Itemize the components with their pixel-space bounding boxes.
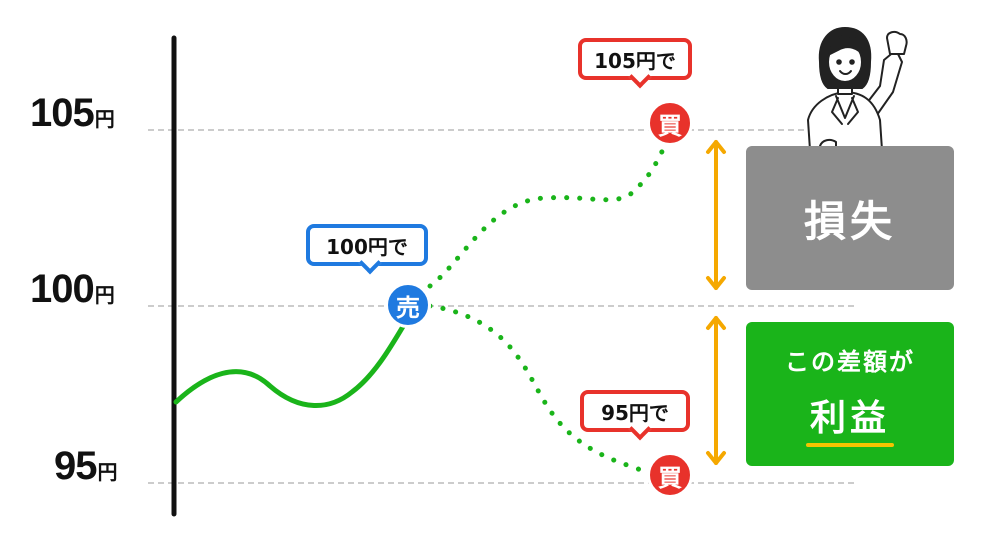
buy-high-callout: 105円で (578, 38, 692, 80)
gain-caption: この差額が (785, 347, 915, 376)
gain-panel: この差額が 利益 (746, 322, 954, 466)
buy-low-callout: 95円で (580, 390, 690, 432)
loss-arrow-icon (706, 140, 726, 290)
gain-label: 利益 (809, 397, 890, 439)
y-label-105-value: 105 (30, 91, 95, 135)
y-label-100: 100円 (30, 269, 115, 309)
y-label-95: 95円 (54, 446, 118, 486)
y-label-95-unit: 円 (97, 462, 118, 484)
y-label-105: 105円 (30, 93, 115, 133)
projection-down-line (427, 303, 655, 475)
gain-arrow-icon (706, 316, 726, 465)
price-history-line (173, 315, 411, 408)
buy-high-badge: 買 (647, 100, 693, 146)
businesswoman-icon (807, 27, 908, 157)
gain-underline (805, 442, 894, 447)
sell-badge: 売 (385, 282, 431, 328)
y-label-100-unit: 円 (94, 285, 115, 307)
loss-panel: 損失 (746, 146, 954, 290)
y-label-105-unit: 円 (94, 109, 115, 131)
loss-label: 損失 (803, 196, 896, 246)
projection-up-line (427, 137, 671, 289)
y-label-100-value: 100 (30, 267, 95, 311)
gain-label-wrap: 利益 (805, 389, 894, 447)
sell-callout: 100円で (306, 224, 428, 266)
y-label-95-value: 95 (54, 444, 97, 488)
buy-low-badge: 買 (647, 452, 693, 498)
